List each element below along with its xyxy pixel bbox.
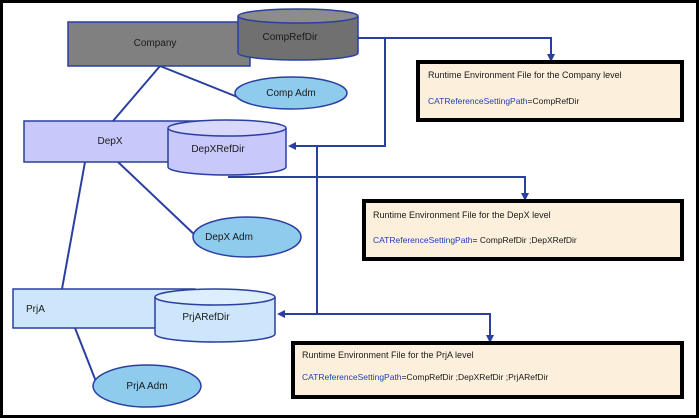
prja-adm-label: PrjA Adm — [126, 381, 167, 392]
comp-ref-dir-label: CompRefDir — [262, 32, 318, 43]
prja-label: PrjA — [26, 304, 45, 315]
comp-adm-node: Comp Adm — [234, 76, 348, 110]
comp-dir-to-company-env-arrow — [358, 37, 555, 62]
reference-arrows — [228, 37, 555, 343]
prja-ref-dir-cylinder: PrjARefDir — [154, 288, 276, 343]
hierarchy-connectors — [61, 65, 241, 385]
depx-to-prja-line — [61, 161, 86, 290]
depx-env-path: CATReferenceSettingPath= CompRefDir ;Dep… — [373, 235, 577, 245]
depx-env-path-value: = CompRefDir ;DepXRefDir — [473, 235, 577, 245]
prja-dir-to-prja-env-arrow — [317, 313, 494, 343]
prja-to-prja-adm-line — [74, 327, 98, 385]
depx-to-depx-adm-line — [117, 161, 198, 238]
depx-env-file: Runtime Environment File for the DepX le… — [362, 199, 684, 261]
company-env-path-key: CATReferenceSettingPath — [428, 96, 528, 106]
prja-env-path-value: =CompRefDir ;DepXRefDir ;PrjARefDir — [402, 372, 549, 382]
prja-env-file: Runtime Environment File for the PrjA le… — [291, 341, 684, 399]
prja-adm-node: PrjA Adm — [92, 364, 202, 408]
prja-env-path: CATReferenceSettingPath=CompRefDir ;DepX… — [302, 372, 548, 382]
company-to-depx-line — [112, 65, 161, 122]
depx-env-title: Runtime Environment File for the DepX le… — [373, 210, 551, 220]
company-env-title: Runtime Environment File for the Company… — [428, 70, 622, 80]
comp-adm-label: Comp Adm — [266, 88, 315, 99]
company-env-file: Runtime Environment File for the Company… — [416, 60, 684, 122]
company-node: Company — [67, 21, 251, 67]
company-to-comp-adm-line — [159, 65, 241, 99]
depx-ref-dir-cylinder: DepXRefDir — [167, 119, 287, 176]
company-env-path-value: =CompRefDir — [528, 96, 580, 106]
depx-env-path-key: CATReferenceSettingPath — [373, 235, 473, 245]
depx-label: DepX — [97, 136, 122, 147]
company-label: Company — [134, 38, 177, 49]
prja-env-title: Runtime Environment File for the PrjA le… — [302, 350, 474, 360]
depx-dir-to-depx-env-arrow — [228, 176, 529, 201]
comp-ref-dir-cylinder: CompRefDir — [237, 8, 359, 61]
company-box — [67, 21, 251, 67]
depx-ref-dir-label: DepXRefDir — [191, 144, 245, 155]
company-env-path: CATReferenceSettingPath=CompRefDir — [428, 96, 579, 106]
prja-env-path-key: CATReferenceSettingPath — [302, 372, 402, 382]
depx-adm-node: DepX Adm — [192, 216, 302, 258]
comp-dir-to-depx-dir-arrow — [288, 38, 386, 150]
prja-ref-dir-label: PrjARefDir — [182, 312, 230, 323]
depx-adm-label: DepX Adm — [205, 232, 253, 243]
